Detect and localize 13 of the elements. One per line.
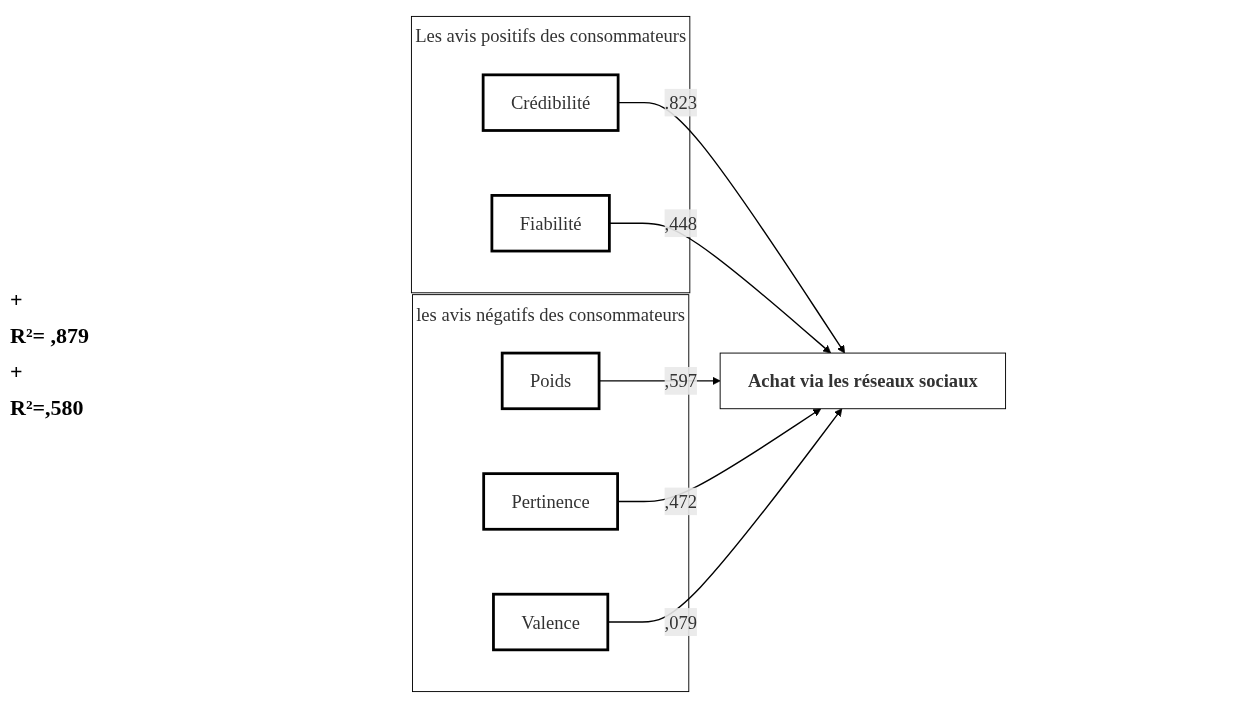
node-box: Pertinence [482,472,619,531]
note-text: R²= ,879 [10,323,91,349]
note-text: + [10,287,24,313]
node-box: Achat via les réseaux sociaux [719,352,1007,410]
edge-label: ,472 [664,491,697,512]
note-text: + [10,359,24,385]
node-box: Fiabilité [490,194,611,253]
edge-label: ,079 [664,611,697,633]
node-box: Crédibilité [481,73,620,132]
note-text: R²=,580 [10,395,85,421]
node-box: Poids [500,351,601,411]
node-box: Valence [492,592,610,652]
edge-label: ,597 [664,370,697,392]
